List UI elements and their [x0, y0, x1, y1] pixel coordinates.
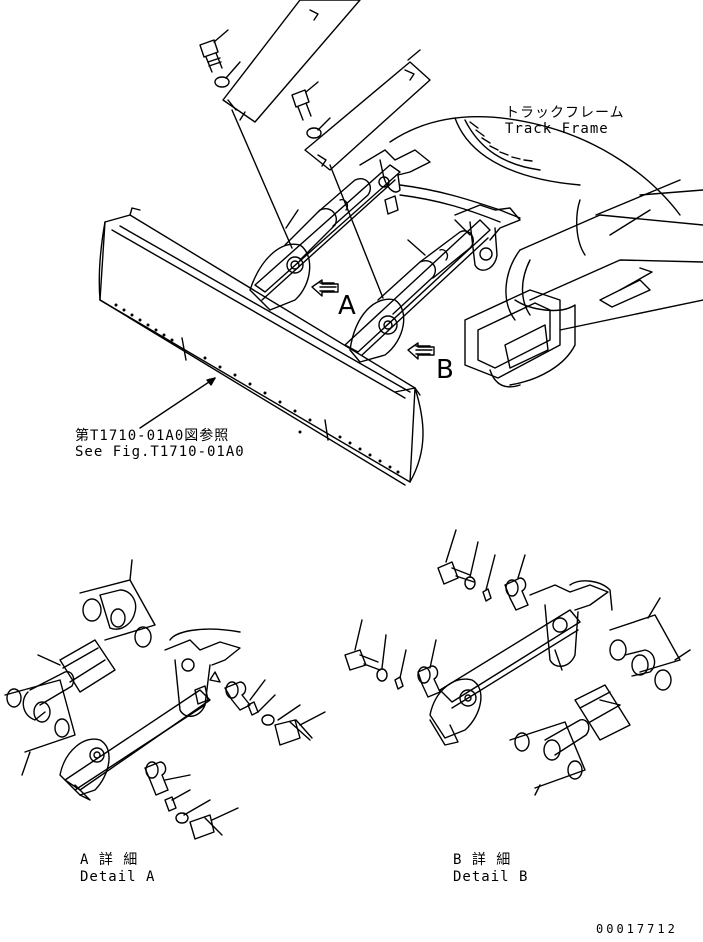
detail-b-pin-upper [437, 529, 529, 611]
document-number: 00017712 [596, 922, 678, 936]
detail-b-caption-jp: B 詳 細 [453, 852, 512, 868]
arrow-b-icon [407, 342, 435, 360]
blade-holes [114, 303, 400, 474]
bolt-upper [199, 29, 229, 73]
detail-a-caption-jp: A 詳 細 [80, 852, 139, 868]
main-assembly [98, 0, 703, 486]
detail-a-cylinder-group [4, 559, 156, 776]
detail-a-frame [59, 628, 241, 801]
track-frame-label-jp: トラックフレーム [505, 105, 625, 121]
detail-a-drawing [4, 559, 326, 840]
see-fig-label-jp: 第T1710-01A0図参照 [75, 428, 230, 444]
detail-b-pin-lower [344, 619, 441, 698]
washer-lower [306, 127, 322, 139]
track-frame [389, 115, 703, 331]
cover-plate-lower [304, 49, 431, 171]
left-frame-arm [249, 149, 431, 311]
track-frame-label-en: Track Frame [505, 121, 609, 137]
detail-b-caption-en: Detail B [453, 869, 529, 885]
frame-bracket [464, 249, 576, 388]
detail-a-pin-lower [144, 761, 239, 840]
view-b-marker: B [436, 355, 454, 385]
view-a-marker: A [338, 291, 356, 321]
dozer-blade [98, 207, 424, 486]
detail-b-cylinder-group [509, 597, 691, 796]
right-frame-arm [344, 204, 521, 363]
see-fig-label-en: See Fig.T1710-01A0 [75, 444, 245, 460]
left-cylinder [284, 178, 372, 261]
right-cylinder [377, 230, 474, 315]
detail-a-caption-en: Detail A [80, 869, 156, 885]
bolt-lower [291, 81, 319, 121]
detail-a-pin-upper [224, 679, 326, 746]
washer-upper [214, 76, 230, 88]
detail-b-frame [429, 580, 613, 746]
cover-plate-upper [222, 0, 361, 123]
detail-b-drawing [344, 529, 691, 796]
arrow-a-icon [311, 279, 339, 297]
